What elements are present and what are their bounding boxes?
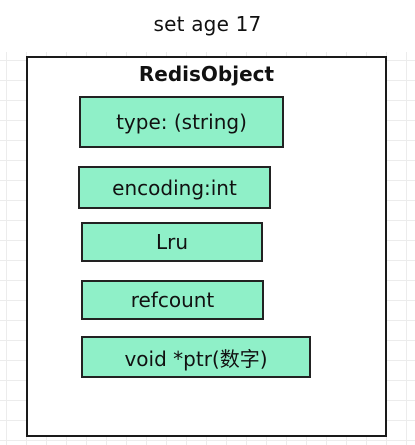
- refcount-field: refcount: [81, 280, 264, 320]
- type-field: type: (string): [79, 96, 284, 148]
- diagram-caption: set age 17: [153, 12, 262, 36]
- lru-field: Lru: [81, 222, 263, 262]
- redis-object-box: RedisObject type: (string) encoding:int …: [26, 56, 387, 437]
- ptr-field: void *ptr(数字): [81, 336, 311, 378]
- encoding-field: encoding:int: [78, 166, 271, 209]
- redis-object-title: RedisObject: [138, 62, 275, 86]
